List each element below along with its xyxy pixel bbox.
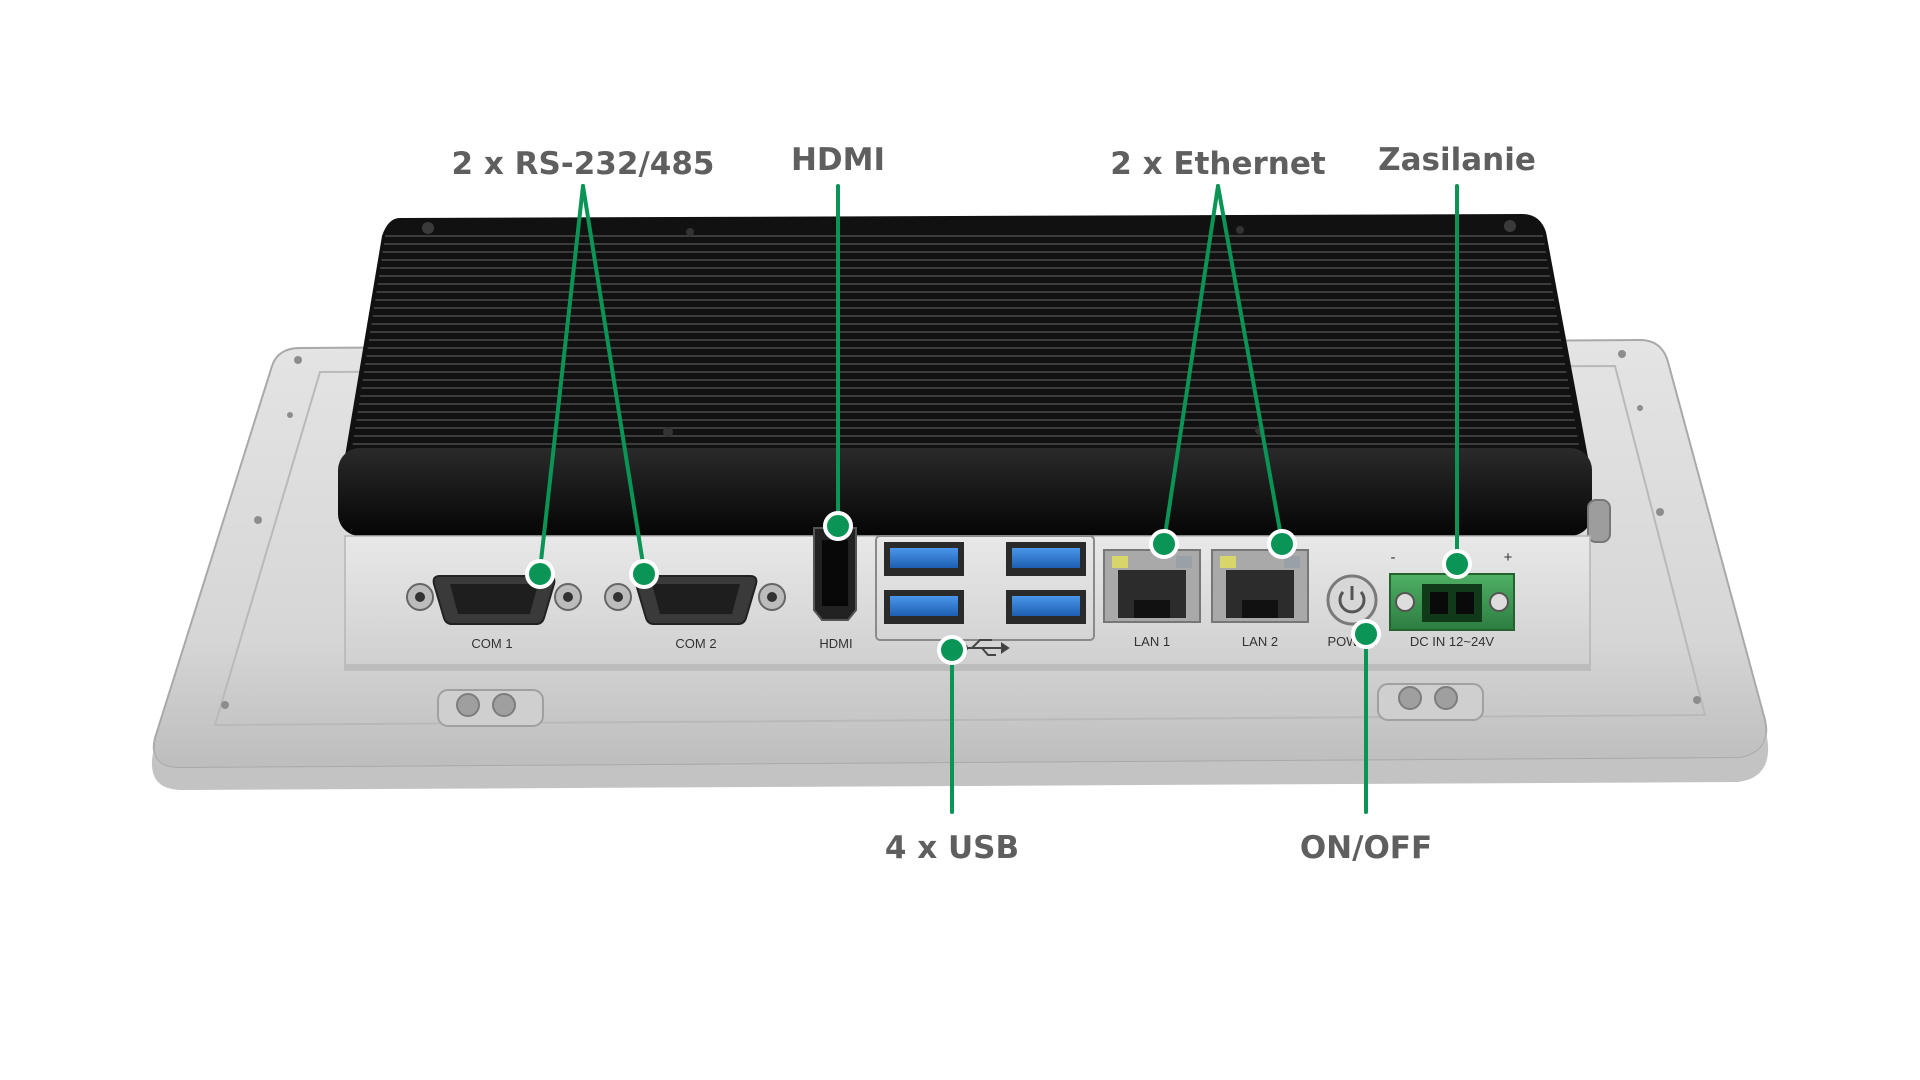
lan1-label: LAN 1 [1134,634,1170,649]
lan2-port [1211,549,1309,623]
callout-on-off: ON/OFF [1300,830,1432,866]
callout-hdmi: HDMI [791,142,885,178]
usb-bay [875,535,1095,641]
dc-in-label: DC IN 12~24V [1410,634,1495,649]
mounting-bracket-left [437,689,544,727]
mounting-bracket-right [1377,683,1484,721]
callout-power-supply: Zasilanie [1378,142,1536,178]
heatsink [338,214,1592,536]
lan1-port [1103,549,1201,623]
callout-serial: 2 x RS-232/485 [452,146,715,182]
dc-minus-label: - [1391,549,1396,566]
lan2-label: LAN 2 [1242,634,1278,649]
callout-usb: 4 x USB [885,830,1019,866]
panel-screws [221,350,1701,709]
heatsink-fins [352,235,1579,445]
callout-ethernet: 2 x Ethernet [1110,146,1326,182]
callout-dots [525,511,1472,665]
leader-lines [538,184,1459,814]
dc-plus-label: + [1504,549,1513,566]
com2-port [604,575,786,625]
side-knob [1587,499,1611,543]
power-icon [1326,574,1378,626]
dc-terminal-block [1389,573,1515,631]
hdmi-port-label: HDMI [819,636,852,651]
hdmi-port [813,527,857,621]
com1-port [406,575,582,625]
com1-label: COM 1 [471,636,512,651]
com2-label: COM 2 [675,636,716,651]
